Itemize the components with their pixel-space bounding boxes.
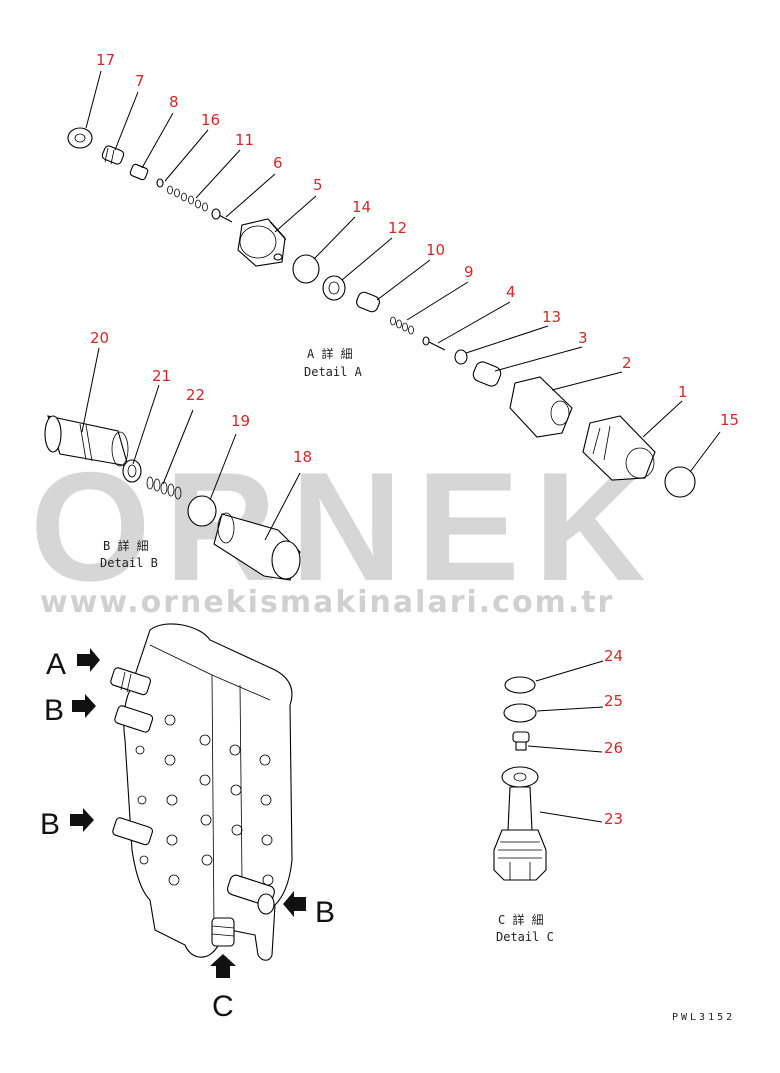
arrow-a-icon <box>77 648 100 672</box>
detail-a-jp: A 詳 細 <box>307 346 353 361</box>
arrow-c-label: C <box>212 990 234 1023</box>
part-17-nut[interactable] <box>67 127 93 149</box>
part-22-spring[interactable] <box>146 476 182 500</box>
arrow-b-mid-icon <box>70 808 94 832</box>
part-3-piston[interactable] <box>471 360 503 388</box>
detail-c-leaders <box>527 660 604 823</box>
label-18: 18 <box>293 448 312 466</box>
label-19: 19 <box>231 412 250 430</box>
part-23-valve[interactable] <box>493 766 547 881</box>
view-arrows: A B B B C <box>40 648 335 1023</box>
label-17: 17 <box>96 51 115 69</box>
arrow-c-icon <box>210 954 236 978</box>
label-14: 14 <box>352 198 371 216</box>
label-3: 3 <box>578 329 588 347</box>
part-19-o-ring[interactable] <box>187 495 217 527</box>
label-13: 13 <box>542 308 561 326</box>
label-1: 1 <box>678 383 688 401</box>
label-22: 22 <box>186 386 205 404</box>
block-holes <box>135 714 274 886</box>
label-11: 11 <box>235 131 254 149</box>
part-14-o-ring[interactable] <box>292 254 320 284</box>
part-2-sleeve[interactable] <box>509 376 573 438</box>
detail-c-en: Detail C <box>496 930 554 944</box>
label-2: 2 <box>622 354 632 372</box>
label-5: 5 <box>313 176 323 194</box>
part-15-o-ring[interactable] <box>664 466 696 498</box>
detail-b-parts <box>44 415 301 581</box>
label-15: 15 <box>720 411 739 429</box>
part-number-labels: 17 7 8 16 11 6 5 14 12 10 9 4 13 3 2 1 1… <box>90 51 739 828</box>
part-5-body[interactable] <box>237 218 287 267</box>
part-11-spring[interactable] <box>167 185 208 212</box>
part-21-washer[interactable] <box>122 459 142 483</box>
part-18-plug[interactable] <box>213 512 301 581</box>
fitting-b-mid[interactable] <box>112 817 154 846</box>
part-9-spring[interactable] <box>390 316 414 335</box>
part-24-o-ring[interactable] <box>504 676 536 694</box>
label-16: 16 <box>201 111 220 129</box>
part-6-poppet[interactable] <box>211 208 233 223</box>
arrow-a-label: A <box>46 648 66 681</box>
label-9: 9 <box>464 263 474 281</box>
detail-a-parts <box>67 127 696 498</box>
arrow-b-right-label: B <box>315 896 335 929</box>
fitting-b-right[interactable] <box>226 874 276 915</box>
arrow-b-mid-label: B <box>40 808 60 841</box>
label-20: 20 <box>90 329 109 347</box>
label-12: 12 <box>388 219 407 237</box>
drawing-code: PWL3152 <box>672 1012 735 1023</box>
label-4: 4 <box>506 283 516 301</box>
label-24: 24 <box>604 647 623 665</box>
part-25-o-ring[interactable] <box>503 703 537 723</box>
detail-a-en: Detail A <box>304 365 363 379</box>
fitting-c[interactable] <box>211 917 235 947</box>
label-26: 26 <box>604 739 623 757</box>
detail-b-jp: B 詳 細 <box>103 538 149 553</box>
part-7-plug[interactable] <box>101 145 125 165</box>
part-10-seat[interactable] <box>355 290 381 313</box>
label-8: 8 <box>169 93 179 111</box>
label-25: 25 <box>604 692 623 710</box>
detail-b-leaders <box>81 347 301 541</box>
part-1-housing[interactable] <box>582 415 656 481</box>
detail-captions: A 詳 細 Detail A B 詳 細 Detail B C 詳 細 Deta… <box>100 346 554 944</box>
part-8-plug[interactable] <box>129 163 149 181</box>
detail-c-jp: C 詳 細 <box>498 912 544 927</box>
detail-c-parts <box>493 676 547 881</box>
part-26-screw[interactable] <box>512 731 530 751</box>
label-10: 10 <box>426 241 445 259</box>
fitting-a[interactable] <box>110 667 152 696</box>
arrow-b-top-icon <box>72 694 96 718</box>
arrow-b-top-label: B <box>44 694 64 727</box>
label-6: 6 <box>273 154 283 172</box>
arrow-b-right-icon <box>283 891 306 917</box>
label-21: 21 <box>152 367 171 385</box>
part-20-sleeve[interactable] <box>44 415 129 467</box>
part-12-washer[interactable] <box>322 275 346 301</box>
fitting-b-top[interactable] <box>114 705 154 733</box>
part-4-pin[interactable] <box>422 336 446 351</box>
label-23: 23 <box>604 810 623 828</box>
part-16-ring[interactable] <box>156 178 164 188</box>
watermark-url: www.ornekismakinalari.com.tr <box>40 585 614 620</box>
valve-block <box>110 623 293 961</box>
watermark: ORNEK www.ornekismakinalari.com.tr <box>30 440 646 620</box>
detail-b-en: Detail B <box>100 556 158 570</box>
detail-a-leaders <box>85 70 721 473</box>
part-13-ring[interactable] <box>454 349 468 365</box>
label-7: 7 <box>135 72 145 90</box>
